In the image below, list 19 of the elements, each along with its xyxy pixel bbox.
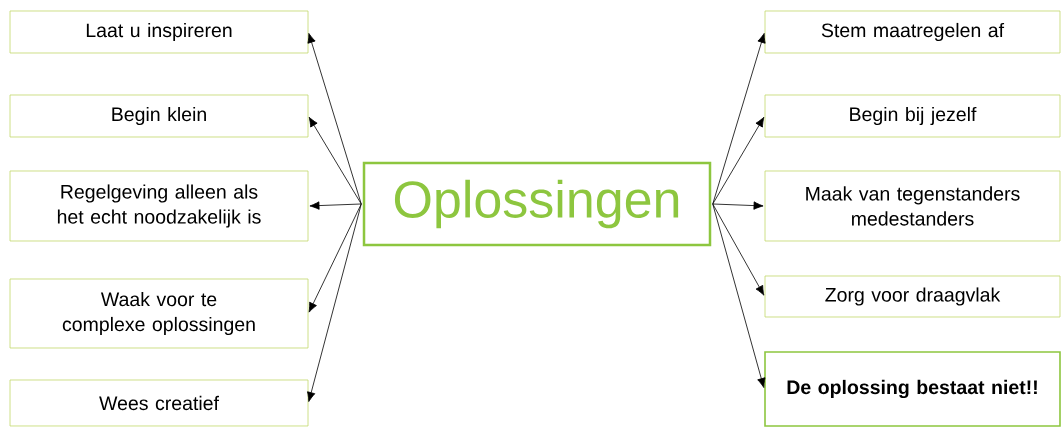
arrow (308, 116, 362, 205)
solution-box: Wees creatief (9, 379, 309, 427)
arrow (712, 201, 764, 210)
solution-box: Stem maatregelen af (764, 10, 1061, 54)
solution-box: Maak van tegenstanders medestanders (764, 170, 1061, 242)
arrow (307, 203, 362, 402)
solution-box: Laat u inspireren (9, 10, 309, 54)
arrow (309, 201, 362, 210)
arrow (712, 116, 765, 205)
arrow (712, 203, 765, 296)
solution-box: Begin bij jezelf (764, 94, 1061, 138)
arrow (308, 203, 362, 313)
solution-box: De oplossing bestaat niet!! (764, 351, 1061, 427)
title-box: Oplossingen (362, 161, 712, 247)
solution-box: Waak voor te complexe oplossingen (9, 278, 309, 349)
solution-box: Zorg voor draagvlak (764, 275, 1061, 318)
solution-box: Regelgeving alleen als het echt noodzakelijk is (9, 170, 309, 242)
solution-box: Begin klein (9, 94, 309, 138)
arrow (712, 203, 766, 388)
